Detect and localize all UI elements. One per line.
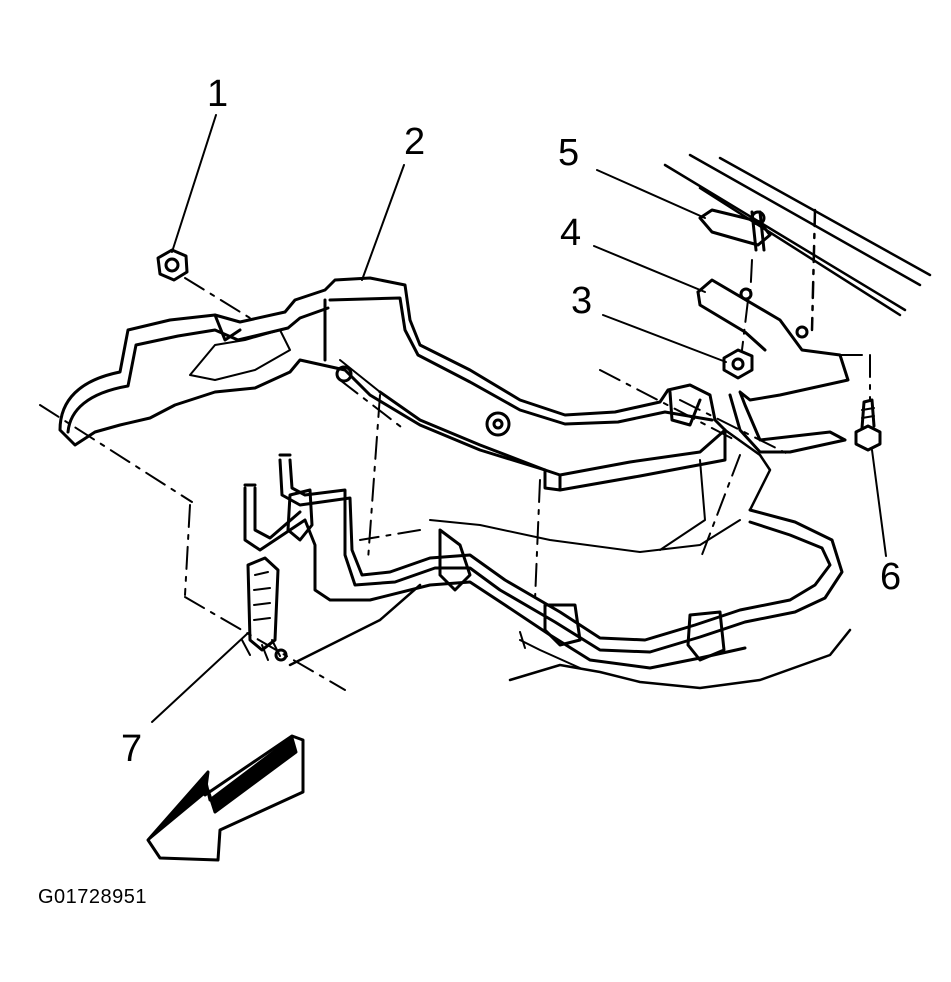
callout-3: 3 — [571, 280, 593, 322]
hanger-item-7 — [242, 558, 286, 660]
underbody-outline — [290, 430, 850, 688]
nut-item-3 — [724, 350, 752, 378]
heat-shield — [60, 278, 725, 490]
bolt-item-6 — [856, 400, 880, 450]
callout-7: 7 — [121, 728, 143, 770]
alignment-lines — [40, 260, 870, 690]
callout-2: 2 — [404, 121, 426, 163]
pipe-assembly — [245, 455, 842, 668]
callout-4: 4 — [560, 212, 582, 254]
front-direction-arrow — [148, 736, 303, 860]
callout-5: 5 — [558, 132, 580, 174]
nut-item-1 — [158, 250, 187, 280]
vehicle-frame-lines — [665, 155, 930, 330]
figure-id: G01728951 — [38, 886, 148, 908]
callout-6: 6 — [880, 556, 902, 598]
callout-1: 1 — [207, 73, 229, 115]
stud-item-5 — [700, 210, 770, 250]
leader-lines — [152, 115, 886, 722]
